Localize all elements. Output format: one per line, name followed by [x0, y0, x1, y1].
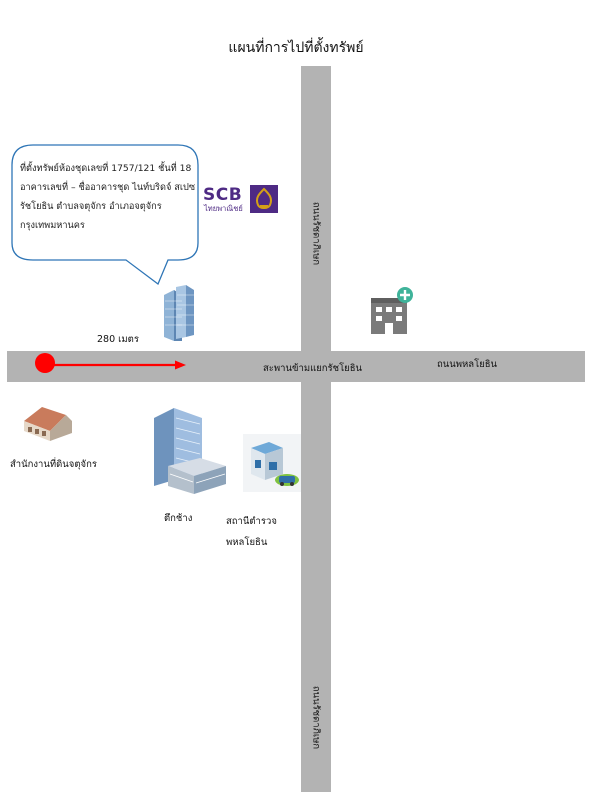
location-callout	[11, 144, 199, 286]
distance-label: 280 เมตร	[97, 334, 139, 345]
scb-logo-thai: ไทยพาณิชย์	[204, 204, 243, 213]
police-station-label: สถานีตำรวจ พหลโยธิน	[226, 516, 277, 548]
warehouse-icon	[24, 407, 72, 441]
road-ratchadaphisek	[301, 66, 331, 792]
road-phahonyothin	[7, 351, 585, 382]
condo-building-icon	[164, 285, 194, 341]
office-tower-icon	[154, 408, 226, 494]
elephant-building-label: ตึกช้าง	[164, 513, 193, 524]
hospital-icon	[371, 287, 413, 334]
road-label-phahonyothin: ถนนพหลโยธิน	[437, 359, 498, 370]
scb-logo-text: SCB	[203, 185, 243, 205]
callout-text: ที่ตั้งทรัพย์ห้องชุดเลขที่ 1757/121 ชั้น…	[20, 163, 196, 231]
police-station-icon	[243, 434, 301, 492]
map-title: แผนที่การไปที่ตั้งทรัพย์	[228, 40, 364, 56]
road-label-ratchada-bottom: ถนนรัชดาภิเษก	[310, 685, 322, 750]
property-marker	[35, 353, 55, 373]
intersection-label: สะพานข้ามแยกรัชโยธิน	[263, 363, 363, 374]
land-office-label: สำนักงานที่ดินจตุจักร	[10, 459, 97, 470]
route-arrow	[35, 353, 186, 373]
scb-logo-icon	[250, 185, 278, 213]
